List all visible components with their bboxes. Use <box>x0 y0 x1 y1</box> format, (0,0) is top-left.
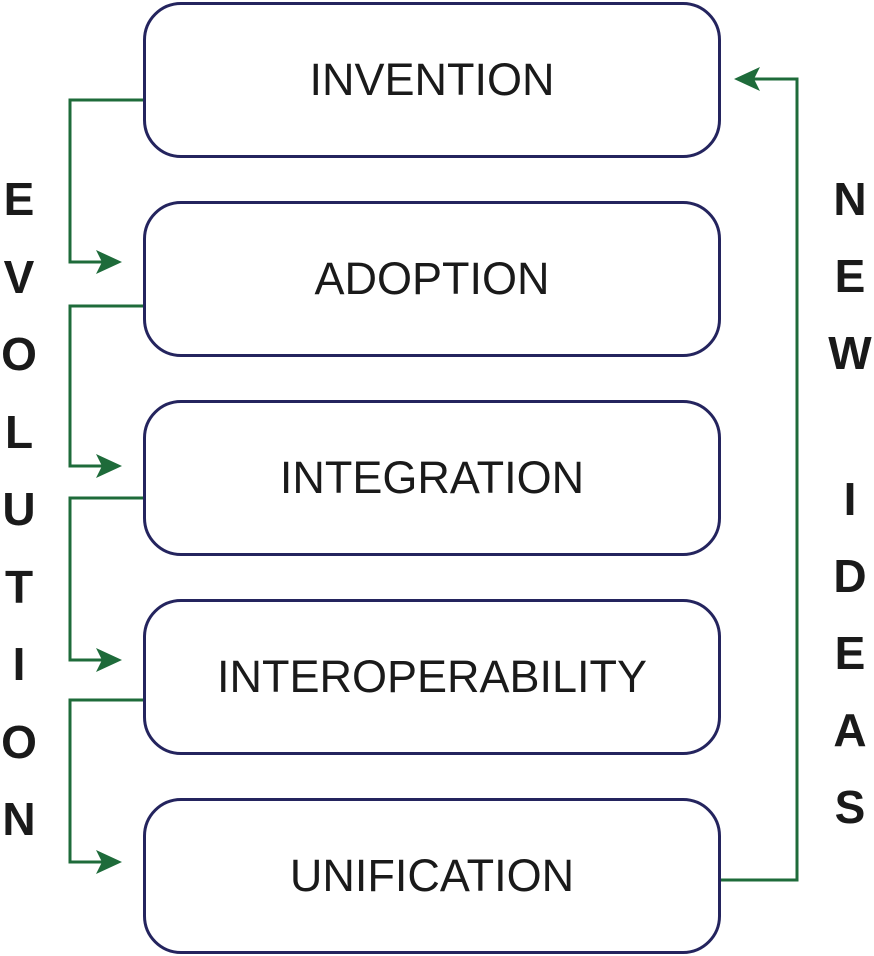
arrowhead-unification <box>96 850 122 874</box>
arrowhead-integration <box>96 454 122 478</box>
ideas-letter: E <box>834 627 866 679</box>
evolution-letter: O <box>1 715 37 768</box>
connector-integration-interoperability <box>68 496 143 662</box>
stage-label-unification: UNIFICATION <box>289 850 575 901</box>
arrowhead-interoperability <box>96 648 122 672</box>
evolution-letter: I <box>12 638 26 690</box>
stage-box-adoption: ADOPTION <box>143 201 721 357</box>
evolution-arrowheads <box>96 250 122 874</box>
connector-new-ideas-loop <box>721 77 799 882</box>
ideas-letter: I <box>843 473 857 525</box>
stage-label-adoption: ADOPTION <box>314 253 550 304</box>
evolution-letter: N <box>2 793 36 845</box>
arrowhead-invention <box>734 67 760 91</box>
ideas-letter: S <box>834 781 866 833</box>
stage-box-unification: UNIFICATION <box>143 798 721 954</box>
evolution-letter: O <box>1 328 37 380</box>
arrowhead-adoption <box>96 250 122 274</box>
connector-invention-adoption <box>68 98 143 264</box>
connector-adoption-integration <box>68 304 143 468</box>
stage-label-interoperability: INTEROPERABILITY <box>216 651 648 702</box>
new-letter: W <box>828 327 872 379</box>
connector-interoperability-unification <box>68 698 143 864</box>
evolution-connectors <box>68 98 143 864</box>
ideas-letter: D <box>833 550 867 602</box>
new-letter: N <box>833 173 867 225</box>
evolution-letter: U <box>2 483 36 535</box>
evolution-letter: L <box>4 405 34 458</box>
stage-box-invention: INVENTION <box>143 2 721 158</box>
evolution-letter: V <box>3 250 35 303</box>
evolution-letter: E <box>3 173 35 225</box>
ideas-letter: A <box>833 704 867 756</box>
stage-box-integration: INTEGRATION <box>143 400 721 556</box>
stage-label-integration: INTEGRATION <box>279 452 585 503</box>
evolution-letter: T <box>4 560 34 613</box>
stage-label-invention: INVENTION <box>309 54 555 105</box>
new-letter: E <box>834 250 866 302</box>
stage-box-interoperability: INTEROPERABILITY <box>143 599 721 755</box>
